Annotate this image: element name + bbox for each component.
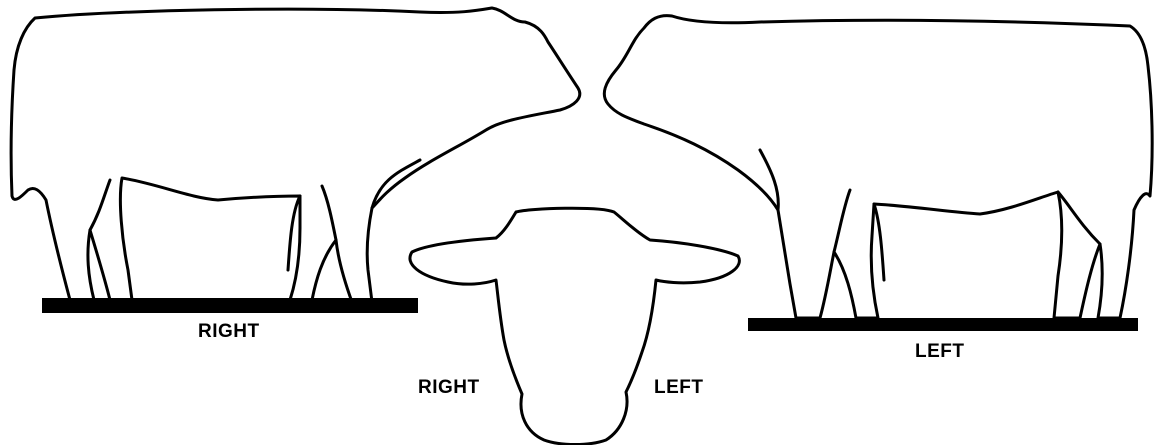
cow-left-inner-leg-lines xyxy=(760,150,1100,280)
cow-right-ground-bar xyxy=(42,298,418,313)
cow-face-outline xyxy=(410,208,739,444)
cow-right-side-view xyxy=(11,8,580,313)
right-side-label: RIGHT xyxy=(198,321,260,343)
cow-right-body-outline xyxy=(11,8,580,302)
cow-left-ground-bar xyxy=(748,318,1138,331)
face-right-label: RIGHT xyxy=(418,377,480,399)
face-left-label: LEFT xyxy=(654,377,704,399)
left-side-label: LEFT xyxy=(915,341,965,363)
cow-face-front-view xyxy=(410,208,739,444)
cow-left-body-outline xyxy=(604,16,1152,318)
